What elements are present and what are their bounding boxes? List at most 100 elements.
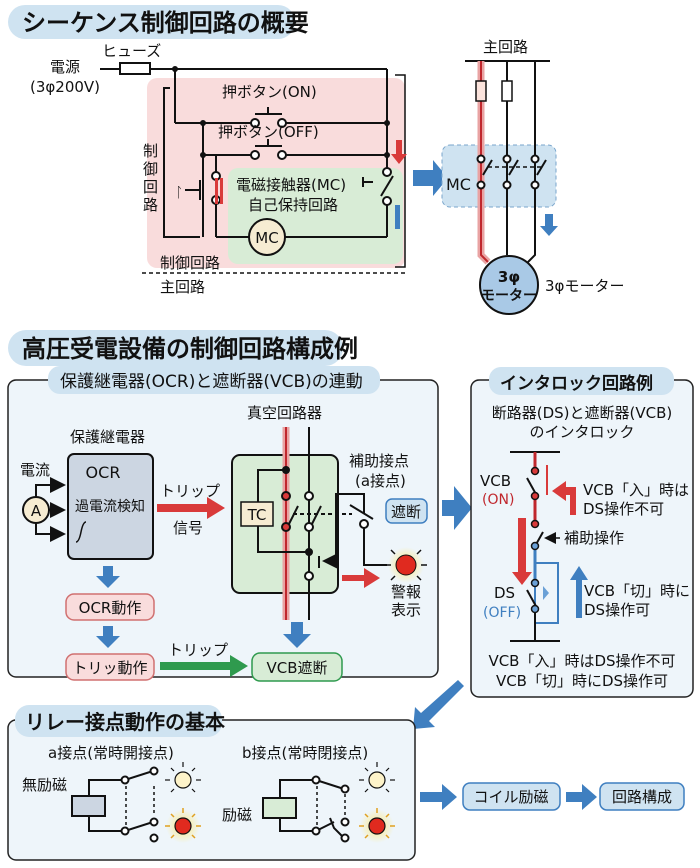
coil-excite-label: コイル励磁 [473, 788, 548, 806]
ocr-vcb-panel-title: 保護継電器(OCR)と遮断器(VCB)の連動 [60, 372, 363, 392]
relay-title: 保護継電器 [70, 428, 145, 446]
deenergized-label: 無励磁 [22, 776, 67, 794]
aux-contact-line1: 補助接点 [349, 452, 409, 470]
b-contact-title: b接点(常時閉接点) [242, 744, 368, 762]
blue-down-arrow-icon [283, 622, 311, 648]
interlock-subtitle-line1: 断路器(DS)と遮断器(VCB) [492, 404, 673, 422]
blue-down-arrow-icon [96, 566, 120, 588]
red-down-arrow-icon [512, 518, 532, 585]
vcb-cutoff-label: VCB遮断 [266, 659, 327, 677]
blue-down-arrow-icon [540, 214, 558, 236]
mc-contact-label: MC [446, 175, 471, 194]
trip-coil-box [240, 501, 274, 527]
vcb-title: 真空回路器 [247, 404, 322, 422]
circuit-config-box [599, 782, 685, 811]
blue-right-arrow-icon [442, 486, 472, 530]
trip-signal-line2: 信号 [173, 519, 203, 537]
relay-basics-panel [7, 719, 416, 861]
motor-icon [479, 255, 539, 315]
ds-label: DS [494, 584, 515, 602]
panel-title-pill [48, 366, 380, 394]
aux-contact-line2: (a接点) [355, 472, 406, 490]
lamp-off-a-icon [165, 762, 201, 793]
control-circuit-label: 制御回路 [160, 254, 220, 272]
ammeter-label: A [31, 502, 42, 520]
red-right-arrow-icon [342, 568, 380, 588]
mc-coil-label: MC [255, 229, 278, 247]
ocr-label: OCR [86, 463, 121, 482]
section-sequence-overview: シーケンス制御回路の概要 電源 (3φ200V) ヒューズ [8, 5, 624, 315]
trip-action-box [65, 653, 155, 681]
svg-text:回: 回 [143, 178, 158, 196]
ocr-desc: 過電流検知 [75, 498, 145, 515]
relay-coil-a [71, 795, 106, 817]
circuit-config-label: 回路構成 [612, 788, 672, 806]
main-circuit-label: 主回路 [160, 278, 205, 296]
energized-label: 励磁 [222, 806, 252, 824]
blue-diagonal-arrow-icon [413, 680, 464, 729]
ocr-action-label: OCR動作 [79, 599, 142, 617]
section-high-voltage: 高圧受電設備の制御回路構成例 保護継電器(OCR)と遮断器(VCB)の連動 保護… [7, 330, 472, 682]
trip-coil-label: TC [247, 506, 267, 524]
ds-highlight-box [534, 562, 559, 624]
aux-op-label: 補助操作 [564, 529, 624, 547]
relay-title-pill [15, 705, 222, 737]
a-contact-title: a接点(常時開接点) [48, 744, 174, 762]
section-interlock: インタロック回路例 断路器(DS)と遮断器(VCB) のインタロック VCB (… [413, 367, 694, 729]
cutoff-badge [385, 498, 428, 524]
power-spec: (3φ200V) [30, 78, 100, 96]
blue-right-arrow-icon [566, 784, 597, 810]
relay-basics-title: リレー接点動作の基本 [25, 710, 225, 734]
ds-state: (OFF) [483, 605, 521, 621]
mc-label: 電磁接触器(MC) [236, 176, 346, 194]
note-on-line1: VCB「入」時は [583, 481, 689, 499]
blue-right-arrow-icon [413, 160, 448, 196]
alarm-lamp-icon [395, 554, 417, 576]
trip-action-label: トリッ動作 [72, 659, 147, 677]
fuse-label: ヒューズ [102, 42, 161, 60]
summary-line2: VCB「切」時にDS操作可 [496, 672, 668, 690]
contact-symbol: ᛚ [175, 185, 183, 201]
current-label: 電流 [20, 461, 50, 479]
motor-circle-line1: 3φ [498, 268, 520, 286]
interlock-title: インタロック回路例 [500, 373, 653, 394]
red-indicator [215, 178, 218, 204]
summary-line1: VCB「入」時はDS操作不可 [488, 652, 675, 670]
green-right-arrow-icon [160, 655, 248, 677]
fuse-icon [475, 80, 487, 102]
curve-icon [75, 521, 87, 543]
svg-text:制: 制 [143, 142, 158, 160]
red-down-arrow-icon [391, 140, 407, 164]
vcb-cutoff-box [251, 652, 343, 682]
mc-contact-area [441, 144, 557, 208]
interlock-subtitle-line2: のインタロック [529, 423, 634, 441]
note-off-line1: VCB「切」時に [584, 582, 690, 600]
fuse-icon [119, 62, 151, 75]
junction-dots [172, 66, 390, 158]
main-circuit-title: 主回路 [483, 38, 528, 56]
vcb-state: (ON) [482, 492, 514, 508]
blue-down-arrow-icon [96, 626, 120, 648]
cutoff-badge-label: 遮断 [391, 503, 421, 521]
mc-coil [248, 218, 286, 256]
vcb-label: VCB [480, 472, 511, 490]
coil-excite-box [462, 782, 561, 811]
main-wiring [477, 61, 547, 265]
section1-title: シーケンス制御回路の概要 [22, 9, 309, 37]
lamp-off-b-icon [359, 762, 395, 793]
blue-indicator [395, 205, 400, 229]
interlock-title-pill [489, 367, 674, 395]
blue-right-arrow-icon [420, 784, 457, 810]
lamp-on-b-icon [359, 808, 395, 843]
power-label: 電源 [50, 58, 80, 76]
fuse-icon [501, 80, 513, 102]
blue-up-arrow-icon [570, 566, 588, 618]
section-relay-basics: リレー接点動作の基本 a接点(常時開接点) b接点(常時閉接点) 無励磁 励磁 [7, 705, 685, 861]
svg-text:路: 路 [143, 196, 158, 214]
ocr-box [67, 453, 154, 560]
motor-circle-line2: モーター [481, 288, 537, 304]
relay-coil-b [262, 797, 297, 819]
section2-title-pill [8, 330, 343, 366]
note-off-line2: DS操作可 [584, 601, 650, 619]
